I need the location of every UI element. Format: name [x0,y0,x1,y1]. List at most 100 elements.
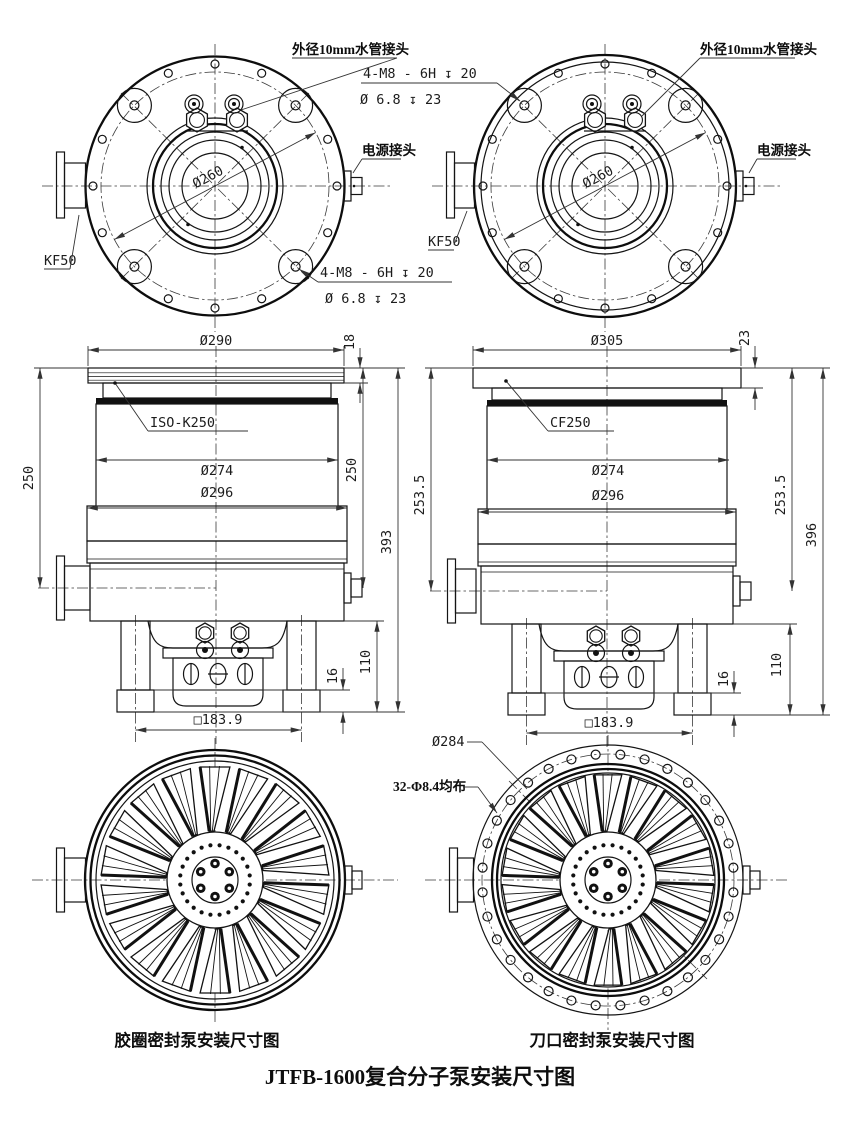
turbine-blade-edge [101,873,167,879]
bolt-hole [592,910,597,915]
bolt-hole [88,181,98,191]
turbine-blade-line [513,830,564,860]
caption-rubber-seal: 胶圈密封泵安装尺寸图 [115,1030,280,1050]
bolt-hole [477,887,488,898]
turbine-blade-line [504,892,561,904]
body-id-dim: Ø274 [592,463,625,479]
side-view-iso [38,346,363,744]
turbine-blade-edge [235,923,269,982]
bolt-hole [226,910,231,915]
bolt-hole [163,68,173,78]
turbine-blade-line [227,771,250,833]
turbine-blade-edge [628,923,659,975]
turbine-blade-line [118,907,176,942]
turbine-blade-edge [642,912,688,953]
turbine-blade-edge [549,920,583,971]
holes-note-label: 32-Φ8.4均布 [393,778,466,794]
turbine-blade-line [655,856,712,868]
bolt-hole [240,856,245,861]
inlet-height-dim-right: 253.5 [773,475,789,516]
turbine-blade-line [248,915,286,971]
turbine-blade-line [171,926,202,986]
turbine-blade-edge [502,873,560,879]
turbine-blade-edge [656,881,714,887]
turbine-blade-line [641,915,674,965]
foot-height-dim: 16 [325,668,341,684]
foot-span-dim: □183.9 [585,715,634,731]
turbine-blade-line [535,801,574,846]
turbine-blade-line [620,778,640,833]
bolt-hole [639,754,650,765]
turbine-blade-edge [522,908,570,946]
turbine-blade-edge [633,789,667,840]
bolt-hole [543,763,554,774]
kf50-port [448,847,475,913]
turbine-blade-line [576,927,596,982]
top-left-labels: 外径10mm水管接头 电源接头 KF50 4-M8 - 6H ↧ 20 Ø 6.… [44,41,452,307]
turbine-blade-edge [249,912,301,959]
bolt-hole [97,134,107,144]
turbine-blade-line [647,822,698,853]
turbine-blade-edge [198,766,211,832]
turbine-blade-line [635,795,673,841]
bolt-hole [610,843,615,848]
turbine-blade-edge [224,768,242,833]
power-connector [344,865,363,895]
turbine-blade-edge [240,783,278,840]
bolt-hole [208,912,213,917]
turbine-blade-line [502,890,561,895]
turbine-blade-line [656,885,712,903]
bolt-hole [505,954,516,966]
bolt-hole [491,815,502,826]
turbine-blade-line [228,774,259,834]
turbine-blade-edge [253,809,307,852]
water-fittings [582,94,647,133]
hex-nut-bore [624,629,638,643]
turbine-blade-line [262,854,327,868]
bolt-hole [591,869,596,874]
bolt-hole [571,873,576,878]
inlet-height-dim-left: 253.5 [412,475,428,516]
turbine-blade-edge [617,776,633,833]
turbine-blade-line [518,823,565,859]
bolt-hole [722,181,732,191]
bolt-hole [633,899,638,904]
bolt-hole [332,181,342,191]
turbine-blade-edge [219,928,232,994]
turbine-blade-line [567,926,595,979]
total-height-dim: 396 [804,523,820,547]
bolt-hole [234,905,239,910]
turbine-blade-edge [652,897,707,922]
flange-od-dim: Ø305 [591,333,624,349]
inlet-height-dim-right: 250 [344,458,360,482]
thread-note-line2: Ø 6.8 ↧ 23 [325,291,406,307]
turbine-blade-edge [583,927,599,984]
bolt-hole [227,886,232,891]
bolt-hole [620,869,625,874]
turbine-blade-line [235,924,260,986]
turbine-blade-edge [109,834,171,863]
bolt-hole [700,794,711,806]
power-connector [735,170,755,202]
caption-knife-edge: 刀口密封泵安装尺寸图 [530,1030,695,1050]
bottom-view-knife-edge: Ø284 32-Φ8.4均布 [393,734,790,1030]
foot-span-dim: □183.9 [194,712,243,728]
thread-note-line1: 4-M8 - 6H ↧ 20 [320,265,434,281]
bolt-hole [627,850,632,855]
bolt-hole [543,986,554,997]
bolt-hole [714,815,725,826]
kf50-port [445,151,476,219]
turbine-blade-edge [654,846,710,868]
bolt-hole [682,777,694,788]
bolt-hole [571,882,576,887]
kf50-port [55,151,87,219]
bolt-hole [213,894,217,899]
bolt-circle-dim: Ø284 [432,734,465,750]
power-connector [343,170,363,202]
turbine-blade-edge [612,928,624,986]
turbine-blade-line [102,890,168,896]
bolt-hole [199,845,204,850]
turbine-blade-edge [161,778,195,837]
turbine-blade-line [263,885,327,905]
